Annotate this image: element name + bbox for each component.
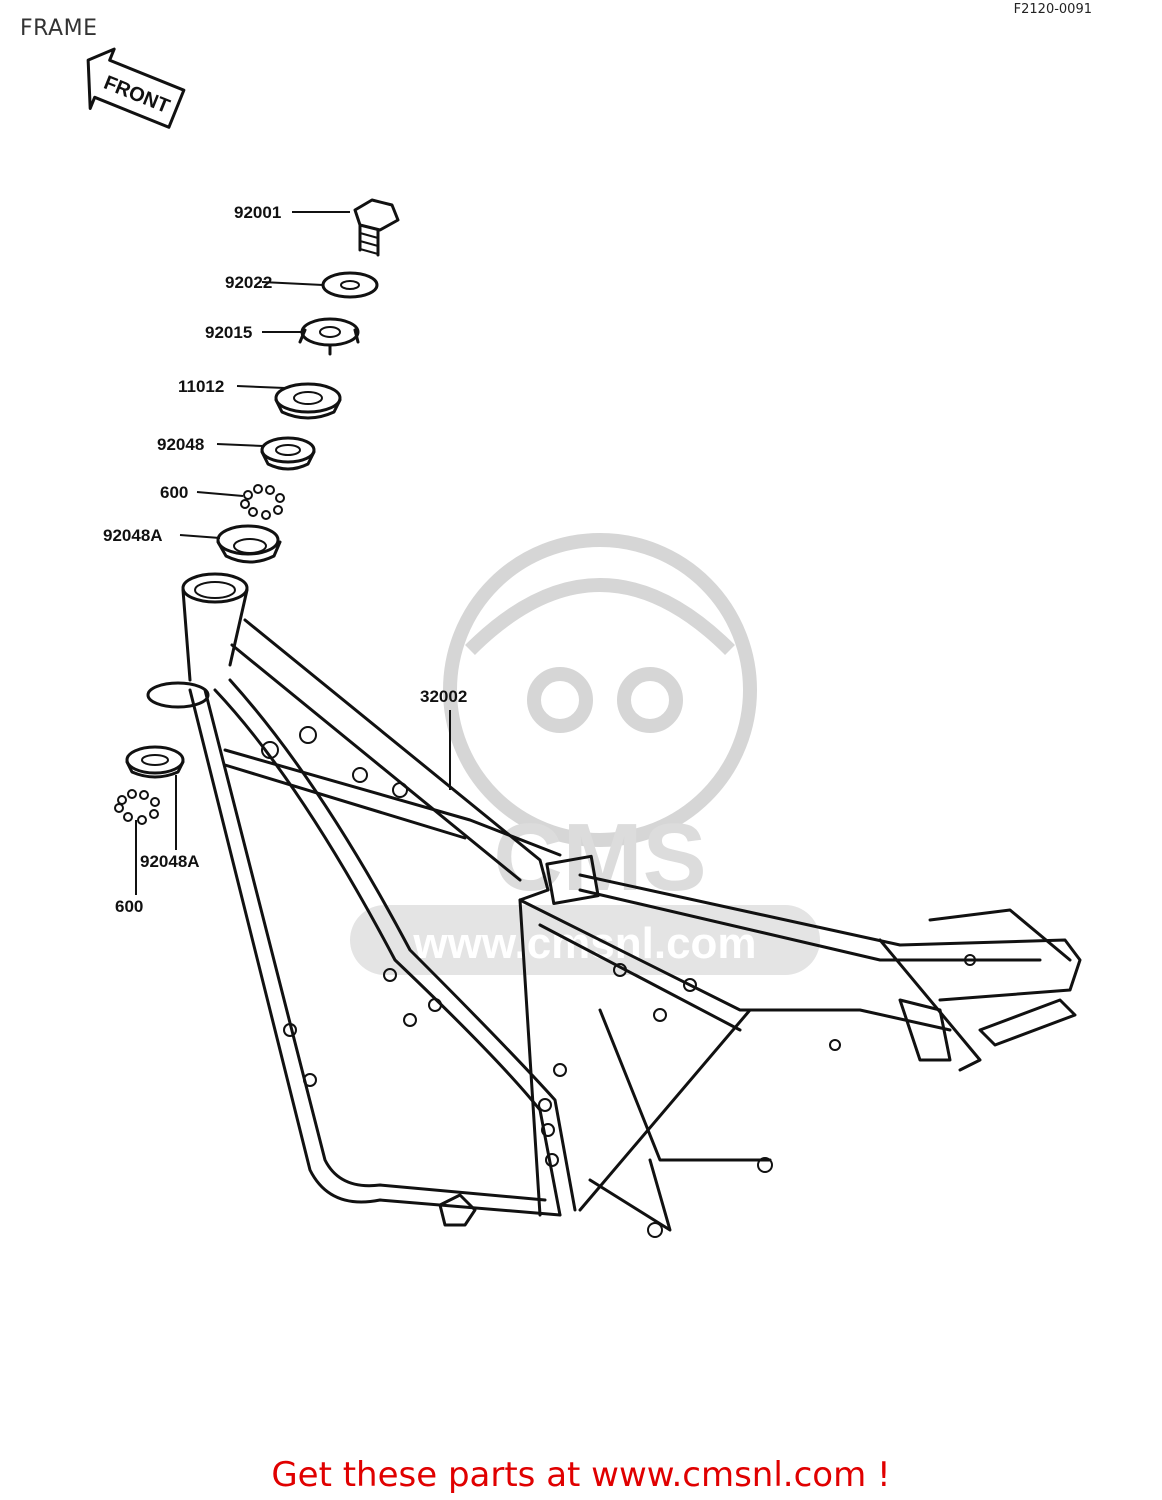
part-32002-frame — [146, 572, 1082, 1238]
part-92048a-race-bottom — [125, 745, 185, 779]
part-label-32002[interactable]: 32002 — [420, 687, 468, 706]
part-92001-bolt — [353, 198, 400, 257]
part-label-92048a-top[interactable]: 92048A — [103, 526, 163, 545]
front-arrow-icon: FRONT — [86, 47, 186, 129]
part-11012-cap — [274, 382, 342, 420]
part-92015-nut — [298, 317, 360, 356]
part-label-92022[interactable]: 92022 — [225, 273, 273, 292]
part-92048-race — [260, 436, 316, 471]
footer-cta: Get these parts at www.cmsnl.com ! — [0, 1455, 1162, 1495]
front-arrow-label: FRONT — [101, 72, 173, 118]
watermark-site: www.cmsnl.com — [412, 919, 756, 968]
part-92022-washer — [321, 271, 379, 299]
part-label-600-top[interactable]: 600 — [160, 483, 189, 502]
frame-diagram: CMS www.cmsnl.com FRONT — [86, 47, 1082, 1238]
part-label-92048a-bottom[interactable]: 92048A — [140, 852, 200, 871]
leader-lines — [135, 211, 451, 895]
diagram-code: F2120-0091 — [1013, 2, 1092, 17]
page-title: FRAME — [20, 16, 98, 41]
part-92048a-race-top — [216, 524, 282, 564]
part-600-balls-top — [240, 484, 285, 520]
cta-link[interactable]: Get these parts at www.cmsnl.com ! — [271, 1455, 891, 1495]
part-label-600-bottom[interactable]: 600 — [115, 897, 144, 916]
part-label-11012[interactable]: 11012 — [178, 377, 225, 396]
part-label-92001[interactable]: 92001 — [234, 203, 282, 222]
part-label-92015[interactable]: 92015 — [205, 323, 253, 342]
part-label-92048[interactable]: 92048 — [157, 435, 205, 454]
watermark-logo: CMS www.cmsnl.com — [350, 533, 820, 975]
part-600-balls-bottom — [114, 789, 160, 825]
